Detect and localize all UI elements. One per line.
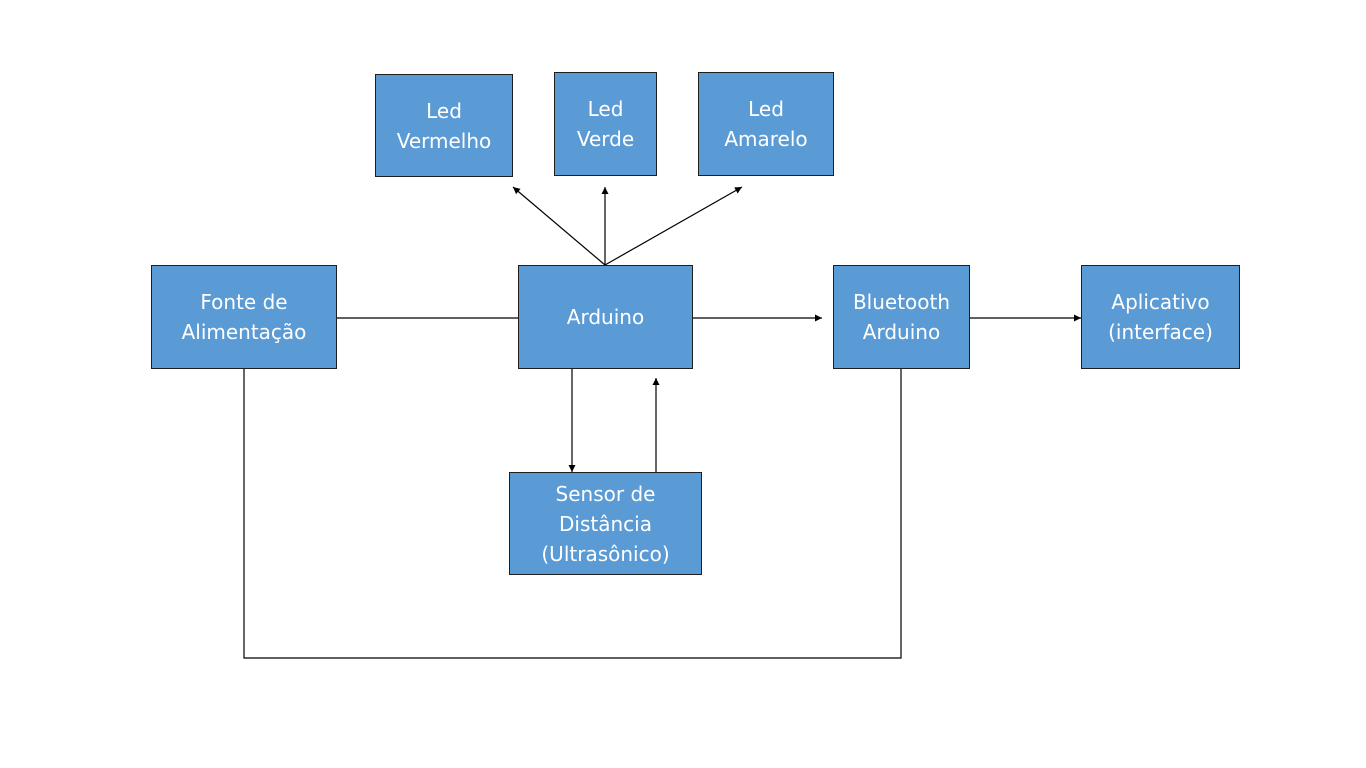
node-arduino: Arduino [518, 265, 693, 369]
node-sensor-de-distancia: Sensor de Distância (Ultrasônico) [509, 472, 702, 575]
node-bluetooth-arduino: Bluetooth Arduino [833, 265, 970, 369]
edge-arduino-to-led-amarelo [604, 186, 743, 266]
edge-fonte-to-bluetooth [243, 369, 902, 659]
node-fonte-de-alimentacao: Fonte de Alimentação [151, 265, 337, 369]
node-aplicativo: Aplicativo (interface) [1081, 265, 1240, 369]
node-led-amarelo: Led Amarelo [698, 72, 834, 176]
node-led-vermelho: Led Vermelho [375, 74, 513, 177]
edge-arduino-to-led-vermelho [512, 186, 606, 266]
node-led-verde: Led Verde [554, 72, 657, 176]
